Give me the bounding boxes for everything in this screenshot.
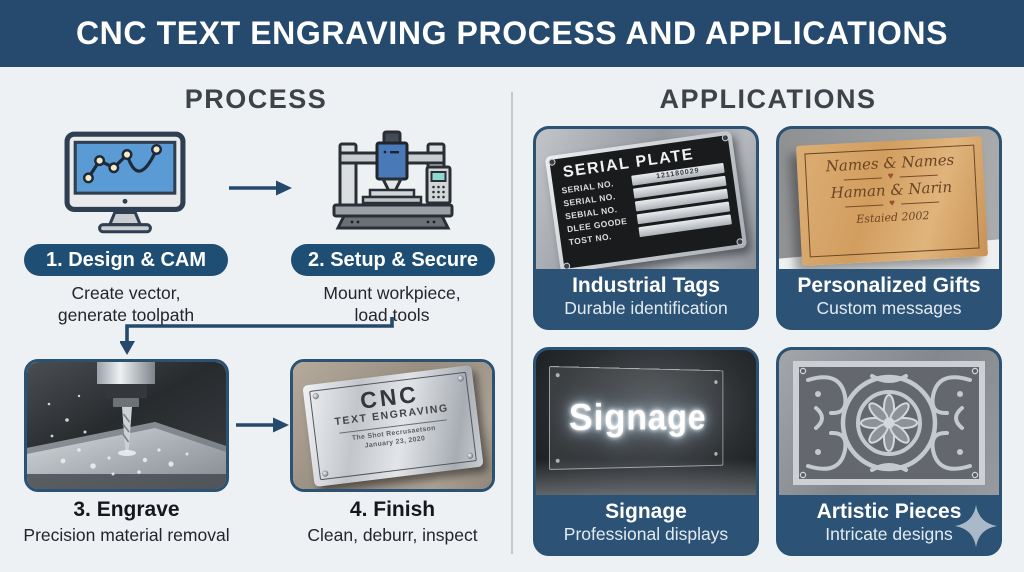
step1-label-pill: 1. Design & CAM xyxy=(24,244,228,276)
wood-plaque: Names & Names ♥ Haman & Narin ♥ Estaied … xyxy=(795,136,989,266)
applications-heading: APPLICATIONS xyxy=(659,84,877,114)
screw-icon xyxy=(555,373,560,378)
card-title: Signage xyxy=(605,500,687,523)
engrave-drill-illustration xyxy=(27,362,226,489)
industrial-tags-caption: Industrial Tags Durable identification xyxy=(536,269,756,327)
finished-metal-plate: CNC TEXT ENGRAVING The Shot Recrusaetson… xyxy=(302,365,484,487)
arrow-step3-to-step4-icon xyxy=(236,417,289,433)
card-subtitle: Durable identification xyxy=(564,298,728,318)
step1-description: Create vector, generate toolpath xyxy=(0,282,252,326)
step2-description: Mount workpiece, load tools xyxy=(266,282,518,326)
industrial-tags-photo: SERIAL PLATE SERIAL NO. 121180029 SERIAL… xyxy=(536,129,756,269)
step3-label: 3. Engrave xyxy=(73,498,180,521)
serial-plate-face: SERIAL PLATE SERIAL NO. 121180029 SERIAL… xyxy=(548,133,744,269)
neon-sign-text: Signage xyxy=(568,396,707,439)
artistic-pieces-caption: Artistic Pieces Intricate designs xyxy=(779,495,999,553)
floor-reflection xyxy=(536,459,756,495)
application-card-personalized-gifts: Names & Names ♥ Haman & Narin ♥ Estaied … xyxy=(776,126,1002,330)
section-divider xyxy=(511,92,513,554)
personalized-gifts-caption: Personalized Gifts Custom messages xyxy=(779,269,999,327)
screw-icon xyxy=(714,452,718,456)
artistic-pieces-photo xyxy=(779,350,999,495)
arrow-step1-to-step2-icon xyxy=(229,180,292,196)
card-subtitle: Intricate designs xyxy=(825,524,953,544)
application-card-industrial-tags: SERIAL PLATE SERIAL NO. 121180029 SERIAL… xyxy=(533,126,759,330)
signage-caption: Signage Professional displays xyxy=(536,495,756,553)
glass-sign-panel: Signage xyxy=(549,366,724,470)
step2-desc-line1: Mount workpiece, xyxy=(323,283,461,303)
mounting-hole-icon xyxy=(548,158,556,167)
card-title: Industrial Tags xyxy=(572,274,720,297)
process-heading: PROCESS xyxy=(184,84,328,114)
step4-description: Clean, deburr, inspect xyxy=(307,525,478,545)
card-subtitle: Custom messages xyxy=(816,298,962,318)
application-card-signage: Signage Signage Professional displays xyxy=(533,347,759,556)
design-monitor-icon xyxy=(64,131,186,234)
engrave-photo xyxy=(24,359,229,492)
personalized-gifts-photo: Names & Names ♥ Haman & Narin ♥ Estaied … xyxy=(779,129,999,269)
cnc-machine-icon xyxy=(332,130,454,230)
step1-desc-line2: generate toolpath xyxy=(57,305,195,325)
mounting-hole-icon xyxy=(562,262,571,269)
step3-description: Precision material removal xyxy=(23,525,230,545)
serial-plate: SERIAL PLATE SERIAL NO. 121180029 SERIAL… xyxy=(544,130,748,269)
mounting-hole-icon xyxy=(721,133,730,142)
mounting-hole-icon xyxy=(736,237,744,246)
card-title: Artistic Pieces xyxy=(816,500,962,523)
page-title: CNC TEXT ENGRAVING PROCESS AND APPLICATI… xyxy=(75,15,949,51)
step2-desc-line2: load tools xyxy=(354,305,430,325)
plate-border-frame xyxy=(309,371,477,481)
filigree-panel-illustration xyxy=(793,361,985,485)
card-subtitle: Professional displays xyxy=(563,524,729,544)
step2-label-pill: 2. Setup & Secure xyxy=(291,244,495,276)
arrow-step2-to-step3-icon xyxy=(120,317,394,355)
card-title: Personalized Gifts xyxy=(797,274,981,297)
signage-photo: Signage xyxy=(536,350,756,495)
application-card-artistic-pieces: Artistic Pieces Intricate designs xyxy=(776,347,1002,556)
screw-icon xyxy=(714,380,718,384)
step4-label: 4. Finish xyxy=(349,498,436,521)
step1-desc-line1: Create vector, xyxy=(71,283,181,303)
sparkle-icon xyxy=(955,505,997,547)
finish-photo: CNC TEXT ENGRAVING The Shot Recrusaetson… xyxy=(290,359,495,492)
title-banner: CNC TEXT ENGRAVING PROCESS AND APPLICATI… xyxy=(0,0,1024,67)
